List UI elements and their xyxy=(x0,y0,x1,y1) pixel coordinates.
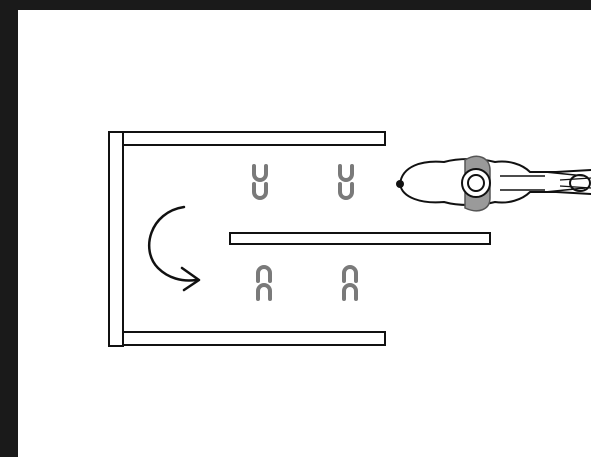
footprints-bottom-lane xyxy=(256,265,358,301)
footprint-pair-icon xyxy=(338,164,354,200)
course-center-divider xyxy=(229,232,491,245)
course-top-rail xyxy=(122,131,386,146)
frame-left-border xyxy=(0,0,18,457)
footprint-pair-icon xyxy=(252,164,268,200)
course-bottom-rail xyxy=(122,331,386,346)
frame-top-border xyxy=(0,0,591,10)
footprints-top-lane xyxy=(252,164,354,200)
footprint-pair-icon xyxy=(256,265,272,301)
course-back-wall xyxy=(108,131,124,347)
motorcycle-rider-icon xyxy=(396,155,591,212)
u-turn-arrow-icon xyxy=(148,205,201,292)
footprint-pair-icon xyxy=(342,265,358,301)
